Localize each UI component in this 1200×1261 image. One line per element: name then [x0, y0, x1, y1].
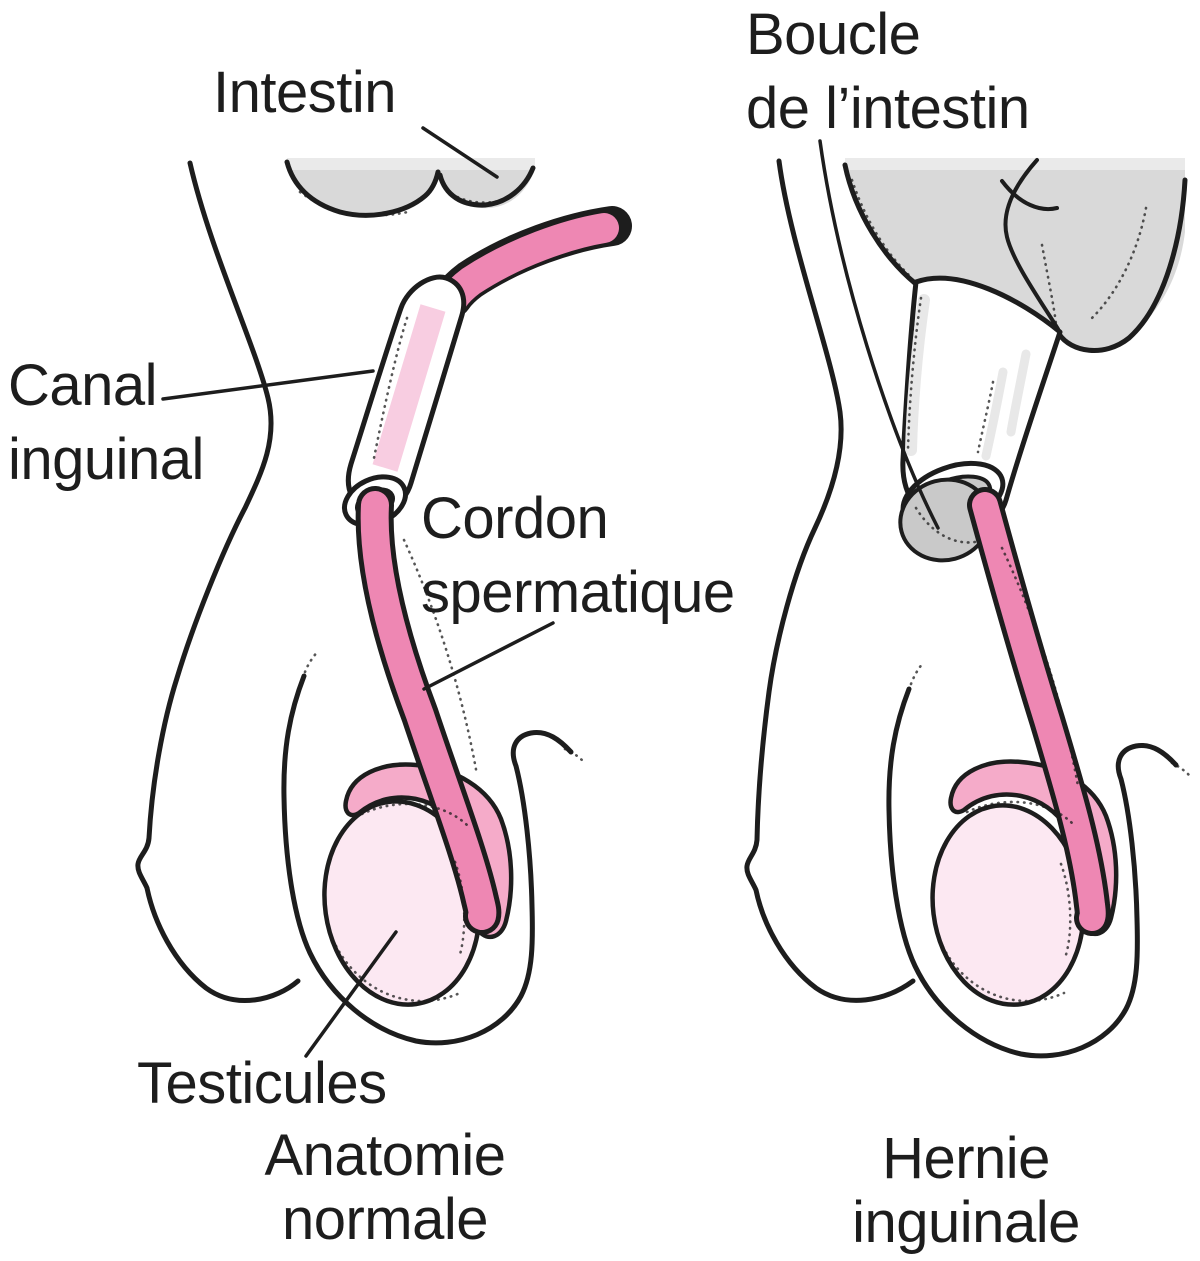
- body-outline: [135, 160, 301, 1003]
- sac-shading: [1006, 349, 1031, 437]
- stipple-texture: [298, 190, 586, 1003]
- intestine-mass: [287, 158, 535, 217]
- intestine-outline-right-lobe: [437, 165, 536, 208]
- label-cordon-spermatique: Cordon spermatique: [421, 486, 735, 625]
- leader-line-testicules: [304, 930, 398, 1058]
- spermatic-cord: [972, 492, 1106, 931]
- intestine-outline-left-lobe: [284, 159, 441, 218]
- label-intestin: Intestin: [213, 60, 397, 125]
- intestine-outline-right: [1056, 177, 1188, 353]
- label-boucle-de-l-intestin: Boucle de l’intestin: [746, 2, 1030, 141]
- intestine-outline-left: [842, 162, 919, 287]
- intestine-cut-edge: [287, 158, 535, 170]
- intestine-cut-edge: [845, 158, 1185, 170]
- leader-line-intestin: [421, 126, 499, 179]
- normal-anatomy-figure: [135, 126, 632, 1058]
- canal-inner-channel: [372, 304, 446, 472]
- label-testicules: Testicules: [137, 1051, 387, 1116]
- caption-hernie-inguinale: Hernie inguinale: [852, 1126, 1080, 1255]
- scrotum-outline: [281, 673, 574, 1046]
- caption-anatomie-normale: Anatomie normale: [264, 1123, 506, 1252]
- leader-line-cordon: [422, 621, 555, 691]
- sac-shading: [905, 294, 930, 456]
- intestine-fold: [1000, 179, 1059, 211]
- scrotum-outline: [886, 686, 1179, 1059]
- intestine-lobe-crease: [1003, 158, 1060, 331]
- leader-line-canal: [161, 369, 375, 401]
- sac-shading: [981, 367, 1008, 461]
- leader-line-boucle: [818, 139, 940, 530]
- spermatic-cord: [360, 491, 497, 930]
- stipple-texture: [850, 178, 1191, 1003]
- body-outline: [744, 158, 916, 1003]
- label-canal-inguinal: Canal inguinal: [8, 353, 204, 492]
- inguinal-hernia-figure: [744, 139, 1191, 1059]
